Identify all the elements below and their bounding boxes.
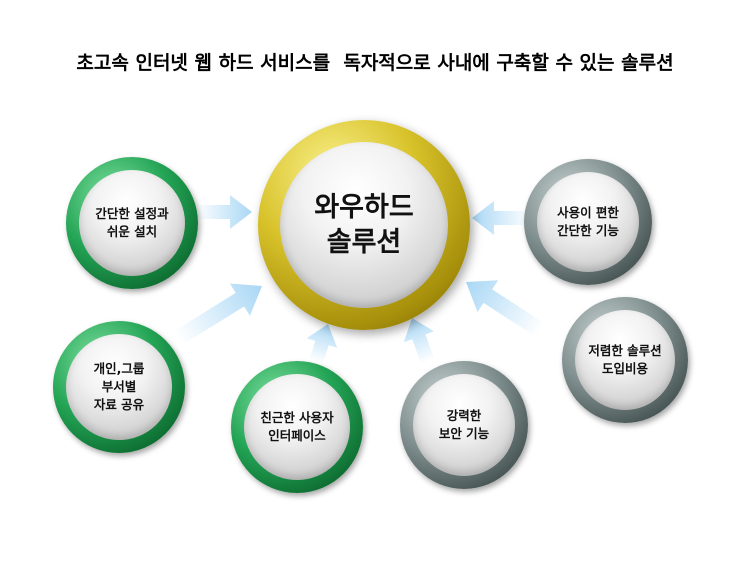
arrow-low-cost xyxy=(466,280,545,337)
feature-label: 친근한 사용자 인터페이스 xyxy=(260,409,334,443)
feature-node-group-share: 개인,그룹 부서별 자료 공유 xyxy=(53,321,185,453)
feature-node-strong-security: 강력한 보안 기능 xyxy=(400,361,528,489)
arrow-easy-features xyxy=(472,201,530,235)
center-label: 와우하드 솔루션 xyxy=(314,191,414,258)
feature-label: 사용이 편한 간단한 기능 xyxy=(557,204,619,238)
feature-node-low-cost: 저렴한 솔루션 도입비용 xyxy=(562,297,688,423)
feature-node-friendly-ui: 친근한 사용자 인터페이스 xyxy=(231,361,363,493)
arrow-friendly-ui xyxy=(306,324,338,365)
arrow-group-share xyxy=(173,283,262,345)
headline: 초고속 인터넷 웹 하드 서비스를 독자적으로 사내에 구축할 수 있는 솔루션 xyxy=(76,52,674,74)
feature-node-easy-features: 사용이 편한 간단한 기능 xyxy=(524,159,652,285)
feature-label: 개인,그룹 부서별 자료 공유 xyxy=(93,360,145,413)
feature-label: 저렴한 솔루션 도입비용 xyxy=(588,342,662,376)
feature-label: 간단한 설정과 쉬운 설치 xyxy=(95,205,169,239)
arrow-strong-security xyxy=(403,318,435,365)
feature-label: 강력한 보안 기능 xyxy=(438,407,490,441)
arrow-easy-setup xyxy=(196,195,252,229)
center-node: 와우하드 솔루션 xyxy=(258,120,470,330)
feature-node-easy-setup: 간단한 설정과 쉬운 설치 xyxy=(66,157,198,289)
